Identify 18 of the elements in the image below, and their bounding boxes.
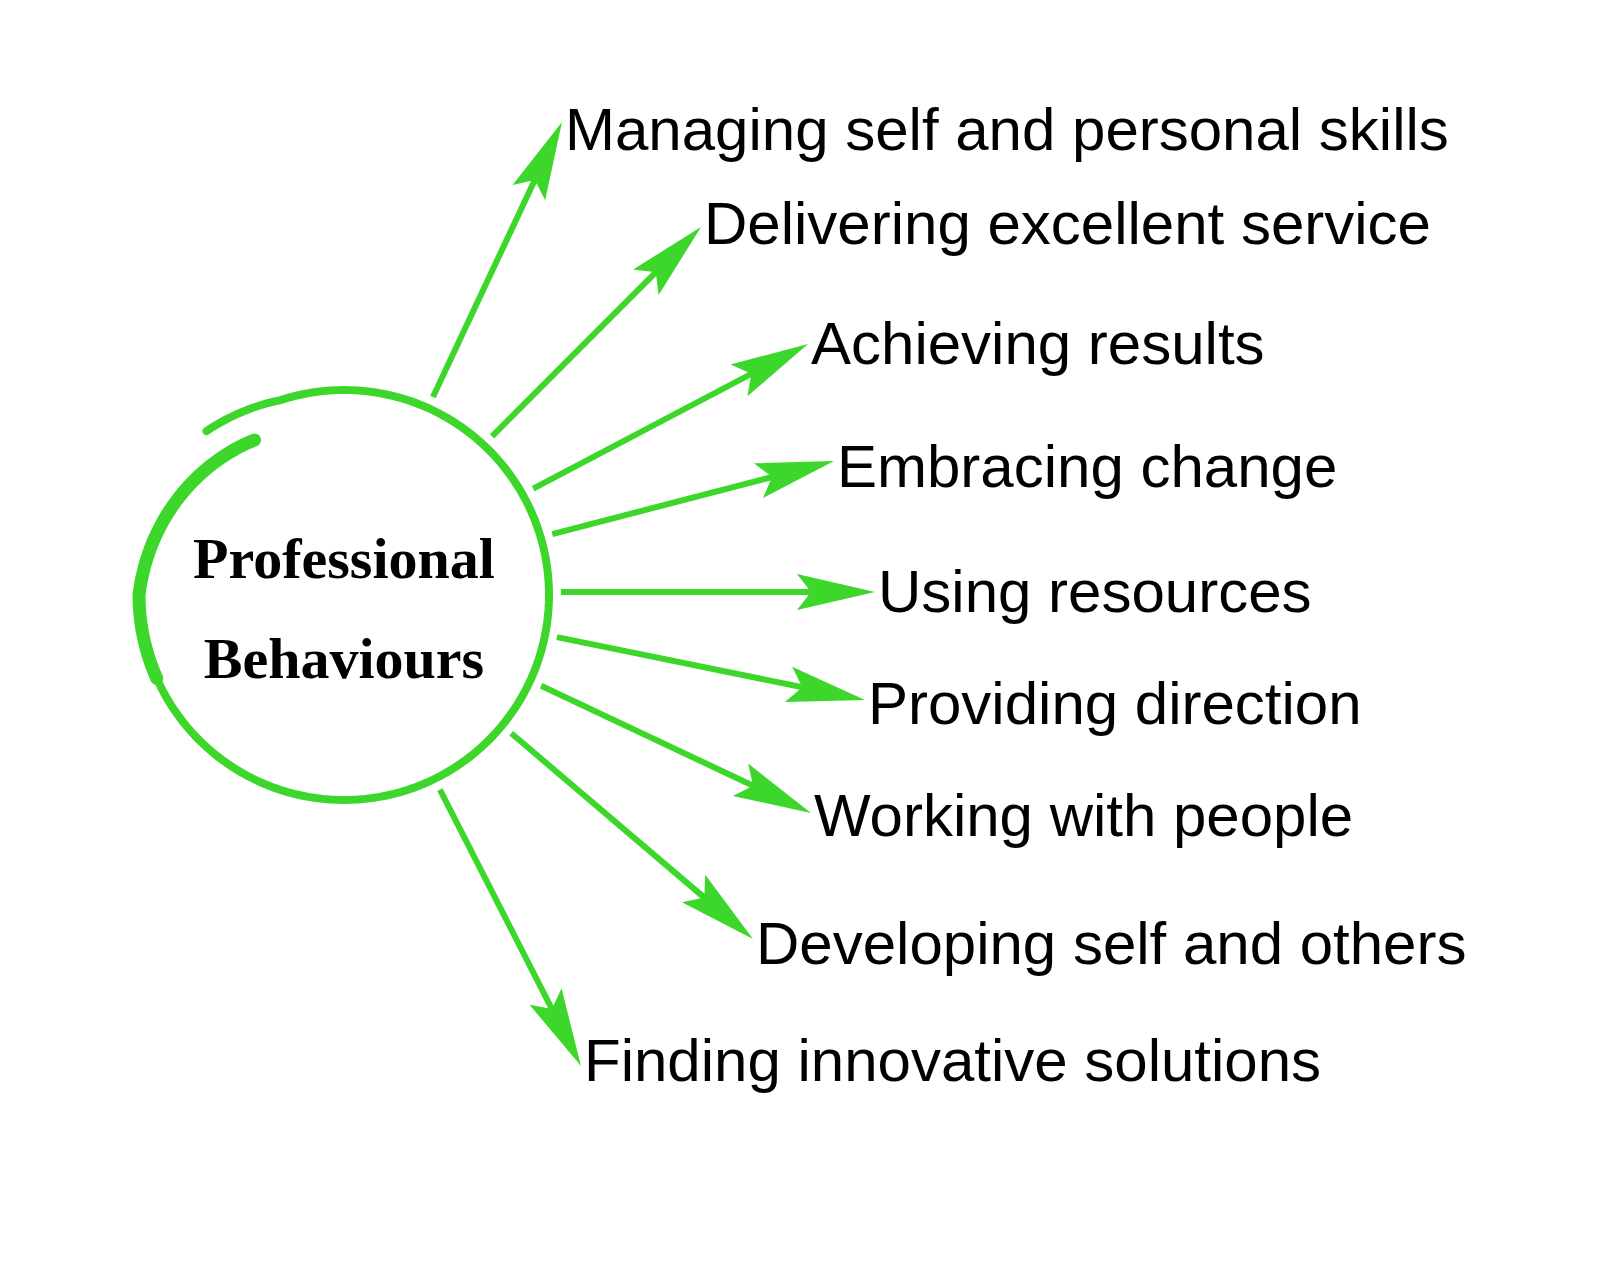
arrow bbox=[509, 730, 755, 942]
arrow bbox=[430, 120, 565, 399]
behaviour-label: Using resources bbox=[878, 557, 1312, 627]
arrow bbox=[437, 788, 584, 1068]
arrow bbox=[539, 683, 813, 816]
arrow bbox=[531, 341, 810, 492]
behaviour-label: Managing self and personal skills bbox=[565, 95, 1449, 165]
arrow bbox=[556, 634, 866, 703]
circle-label: Professional Behaviours bbox=[192, 525, 496, 693]
arrow bbox=[489, 224, 704, 439]
behaviour-label: Developing self and others bbox=[756, 909, 1467, 979]
arrow bbox=[551, 458, 835, 537]
behaviour-label: Achieving results bbox=[811, 309, 1265, 379]
behaviour-label: Providing direction bbox=[868, 669, 1362, 739]
behaviour-label: Finding innovative solutions bbox=[584, 1026, 1322, 1096]
behaviour-label: Working with people bbox=[814, 781, 1354, 851]
behaviour-label: Embracing change bbox=[837, 432, 1338, 502]
behaviour-label: Delivering excellent service bbox=[704, 189, 1431, 259]
